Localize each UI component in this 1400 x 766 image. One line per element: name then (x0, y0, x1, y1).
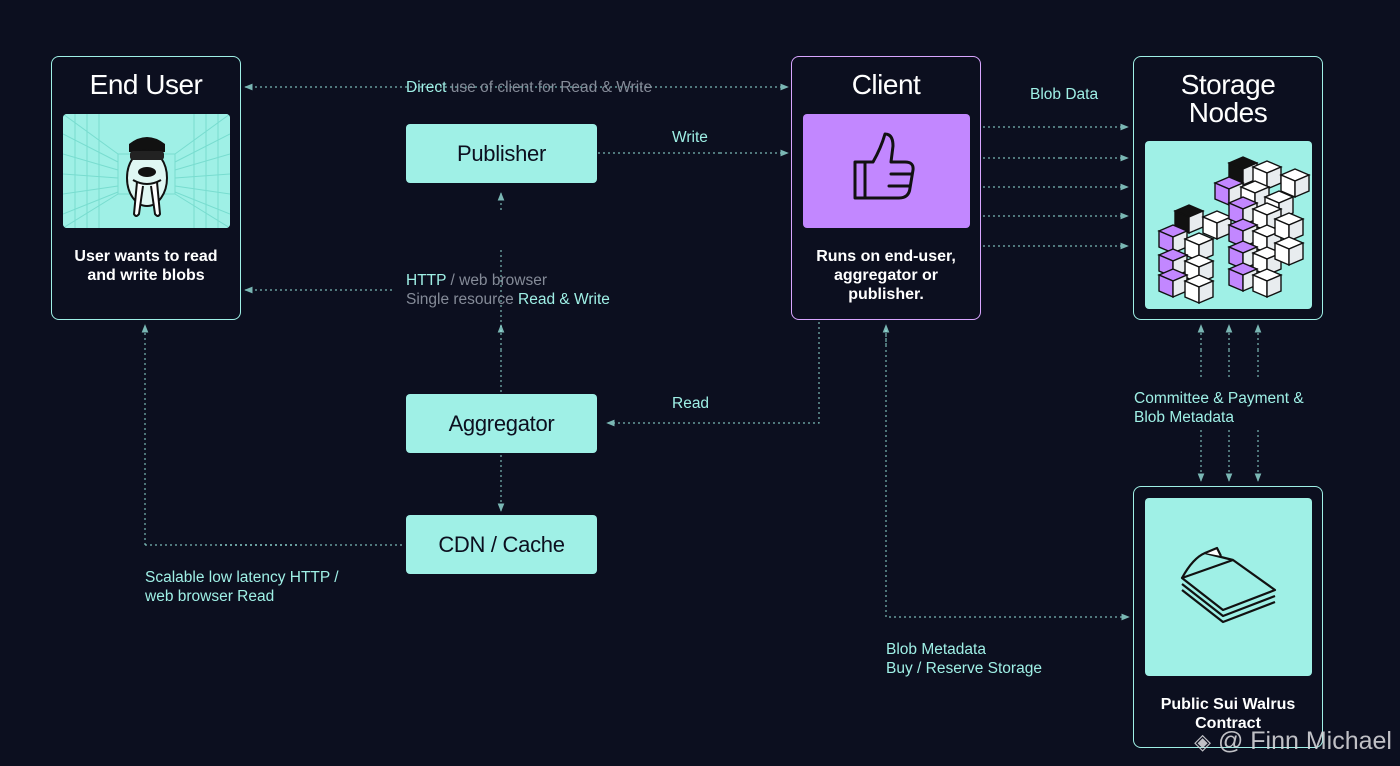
client-title: Client (851, 69, 921, 100)
read-connector-vertical (700, 322, 820, 424)
cdn-cache-label: CDN / Cache (438, 531, 565, 557)
publisher-node: Publisher (406, 124, 597, 183)
blob-meta-vertical (885, 330, 1060, 618)
http-label-line1: HTTP / web browser (406, 272, 547, 289)
end-user-title: End User (89, 69, 203, 100)
storage-nodes-node: Storage Nodes (1133, 56, 1323, 320)
publisher-label: Publisher (456, 140, 547, 166)
client-node: Client Runs on end-user, aggregator or p… (791, 56, 981, 320)
contract-description: Public Sui Walrus Contract (1160, 696, 1296, 732)
direct-use-label: Direct use of client for Read & Write (406, 79, 653, 96)
storage-cube (1157, 268, 1189, 299)
storage-cubes-icon (1157, 156, 1311, 305)
storage-nodes-title: Storage Nodes (1180, 69, 1276, 128)
read-label: Read (672, 395, 710, 412)
committee-label-line1: Committee & Payment & (1134, 390, 1304, 407)
aggregator-node: Aggregator (406, 394, 597, 453)
blob-metadata-label-line1: Blob Metadata (886, 641, 986, 658)
walrus-icon (63, 114, 230, 228)
end-user-description: User wants to read and write blobs (74, 248, 218, 284)
aggregator-label: Aggregator (448, 410, 555, 436)
http-label-line2: Single resource Read & Write (406, 291, 610, 308)
storage-cube (1201, 210, 1233, 241)
blob-metadata-label-line2: Buy / Reserve Storage (886, 660, 1042, 677)
client-description: Runs on end-user, aggregator or publishe… (816, 248, 956, 303)
storage-cube (1183, 232, 1215, 263)
diamond-logo-icon: ◈ (1194, 729, 1211, 754)
walrus-illustration (63, 114, 230, 228)
thumbs-up-icon (853, 132, 915, 200)
storage-cube (1173, 204, 1205, 235)
contract-illustration (1145, 498, 1312, 676)
storage-cube (1273, 236, 1305, 267)
storage-cubes-illustration (1145, 141, 1312, 309)
blob-data-label: Blob Data (1030, 86, 1099, 103)
storage-cube (1279, 168, 1311, 199)
end-user-node: End User User wants to read and write bl… (51, 56, 241, 320)
scalable-label-line1: Scalable low latency HTTP / (145, 569, 339, 586)
write-label: Write (672, 129, 708, 146)
storage-cube (1251, 160, 1283, 191)
watermark-text: @ Finn Michael (1217, 727, 1392, 755)
storage-cube (1273, 212, 1305, 243)
storage-cube (1183, 274, 1215, 305)
document-stack-icon (1180, 546, 1277, 624)
cdn-cache-node: CDN / Cache (406, 515, 597, 574)
committee-label-line2: Blob Metadata (1134, 409, 1234, 426)
watermark: ◈ @ Finn Michael (1194, 727, 1392, 756)
contract-node: Public Sui Walrus Contract (1133, 486, 1323, 748)
scalable-label-line2: web browser Read (145, 588, 275, 605)
thumbs-up-illustration (803, 114, 970, 228)
storage-cube (1251, 268, 1283, 299)
